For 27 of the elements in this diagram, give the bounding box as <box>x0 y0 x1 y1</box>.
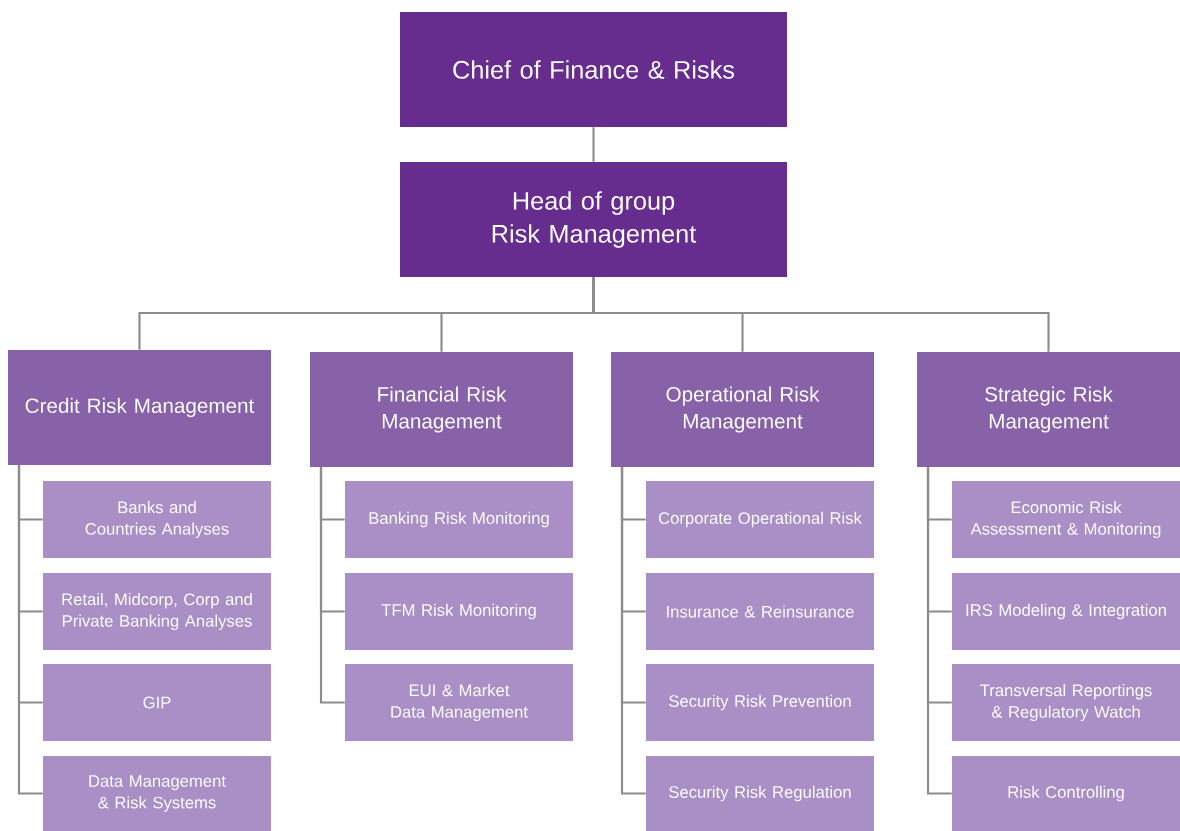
unit-box: Economic Risk Assessment & Monitoring <box>952 481 1180 558</box>
unit-box: GIP <box>43 664 271 741</box>
unit-box: Banking Risk Monitoring <box>345 481 573 558</box>
department-box: Financial Risk Management <box>310 352 573 467</box>
title-box: Chief of Finance & Risks <box>400 12 787 127</box>
unit-box: Insurance & Reinsurance <box>646 573 874 650</box>
unit-box: Corporate Operational Risk <box>646 481 874 558</box>
connector-line <box>926 467 952 795</box>
unit-box: Risk Controlling <box>952 756 1180 831</box>
unit-box: Security Risk Regulation <box>646 756 874 831</box>
unit-box: TFM Risk Monitoring <box>345 573 573 650</box>
department-box: Operational Risk Management <box>611 352 874 467</box>
unit-box: Transversal Reportings & Regulatory Watch <box>952 664 1180 741</box>
connector-line <box>592 127 595 162</box>
title-box: Head of group Risk Management <box>400 162 787 277</box>
connector-line <box>620 467 646 795</box>
unit-box: EUI & Market Data Management <box>345 664 573 741</box>
unit-box: Retail, Midcorp, Corp and Private Banking Analyses <box>43 573 271 650</box>
connector-line <box>17 465 43 795</box>
unit-box: Security Risk Prevention <box>646 664 874 741</box>
department-box: Strategic Risk Management <box>917 352 1180 467</box>
unit-box: Banks and Countries Analyses <box>43 481 271 558</box>
connector-line <box>592 277 1050 352</box>
unit-box: Data Management & Risk Systems <box>43 756 271 831</box>
department-box: Credit Risk Management <box>8 350 271 465</box>
unit-box: IRS Modeling & Integration <box>952 573 1180 650</box>
connector-line <box>319 467 345 704</box>
